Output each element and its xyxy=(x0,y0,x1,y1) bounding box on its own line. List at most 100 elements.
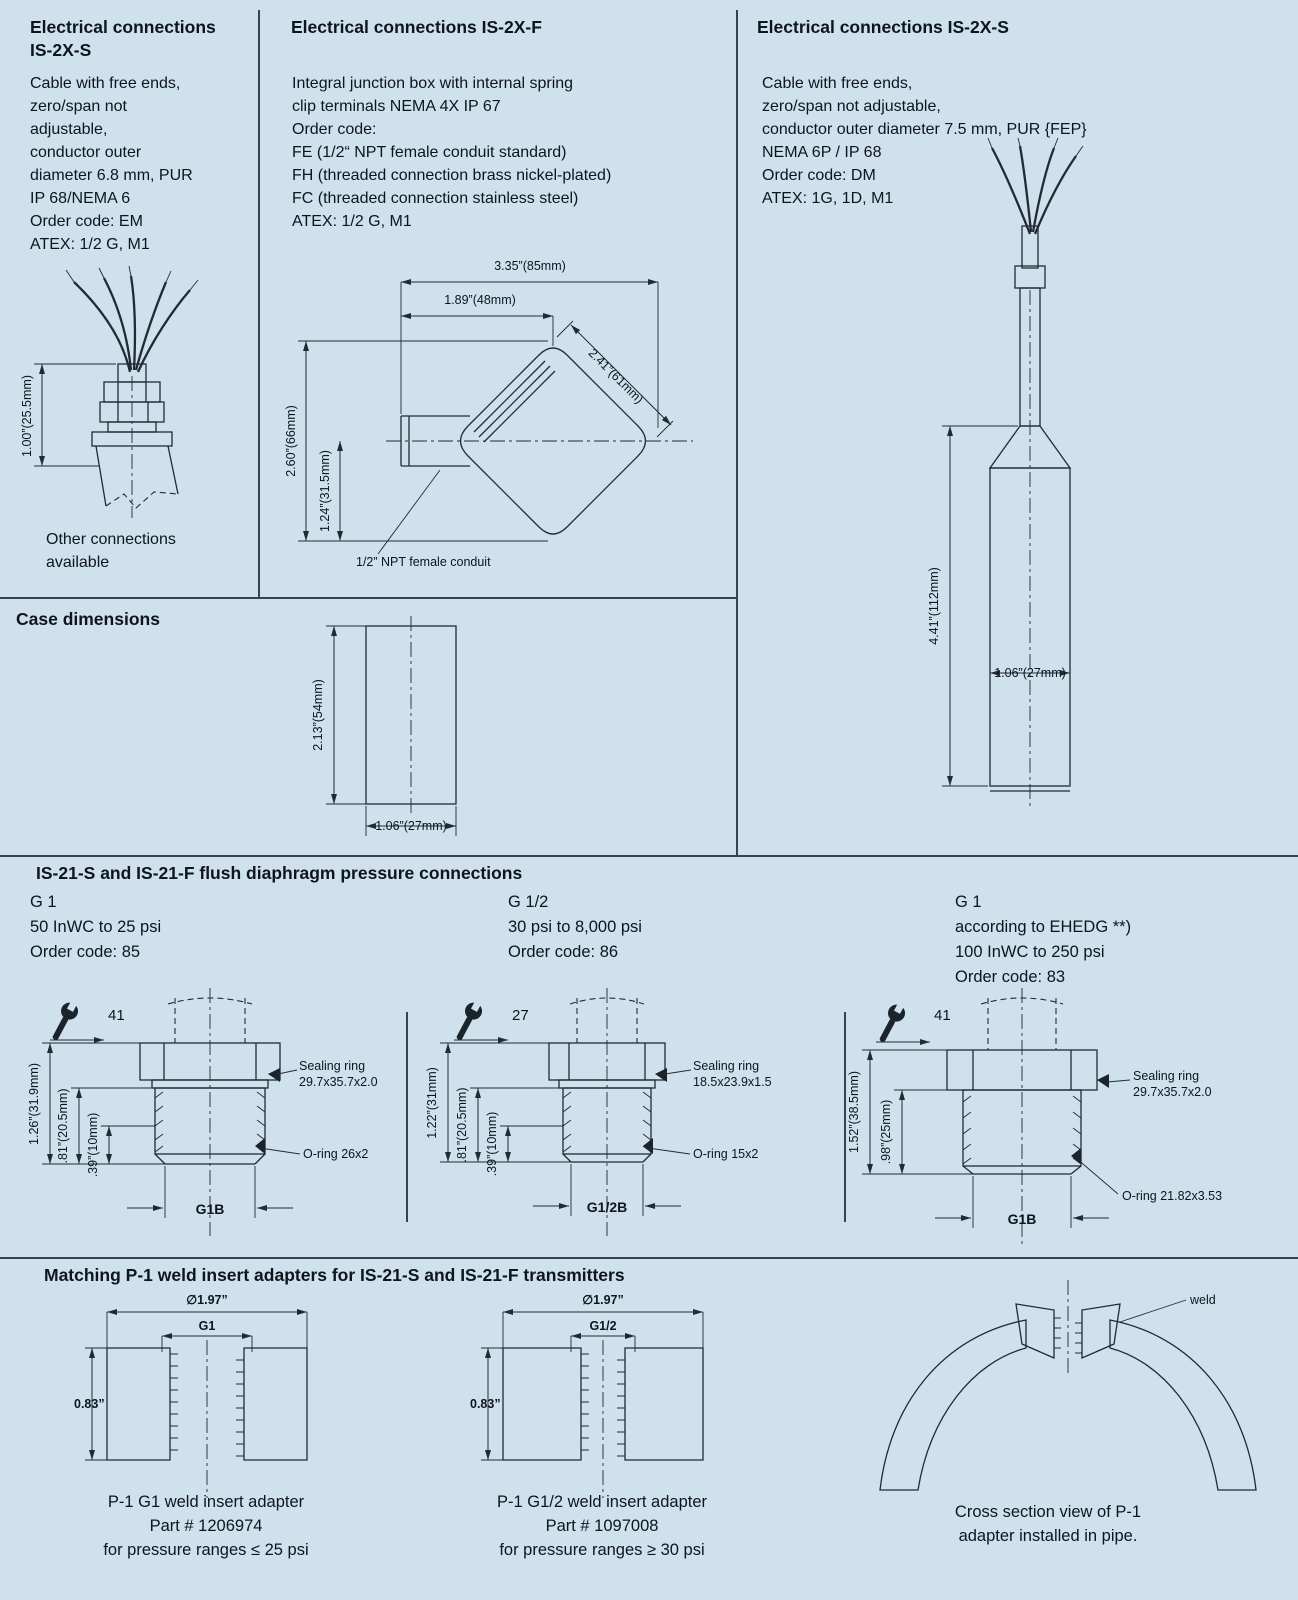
dimension-label: G1 xyxy=(199,1319,216,1333)
installed-adapter xyxy=(1015,1303,1121,1359)
text-line: Part # 1206974 xyxy=(149,1517,263,1535)
text-line: IP 68/NEMA 6 xyxy=(30,190,131,207)
text-line: G 1 xyxy=(955,893,982,911)
hex-and-thread xyxy=(139,1042,281,1165)
text-line: Other connections xyxy=(46,531,176,548)
text-line: zero/span not xyxy=(30,98,127,115)
text-line: conductor outer xyxy=(30,144,142,161)
text-line: Cross section view of P-1 xyxy=(954,1503,1142,1521)
sealing-ring-size: 18.5x23.9x1.5 xyxy=(693,1075,772,1089)
caption-adapter-g1: P-1 G1 weld insert adapter Part # 120697… xyxy=(66,1490,346,1562)
description-is2xs-right: Cable with free ends, zero/span not adju… xyxy=(762,72,1087,210)
dimension-label: 1.00”(25.5mm) xyxy=(20,375,34,457)
variant-3-header: G 1 according to EHEDG **) 100 InWC to 2… xyxy=(955,890,1131,990)
text-line: ATEX: 1/2 G, M1 xyxy=(30,236,150,253)
divider-horizontal-case xyxy=(0,597,737,599)
dimension-label: 1.89”(48mm) xyxy=(444,293,516,307)
caption-adapter-g12: P-1 G1/2 weld insert adapter Part # 1097… xyxy=(462,1490,742,1562)
wrench-size: 41 xyxy=(934,1007,951,1024)
height-dimensions: 2.60”(66mm) 1.24”(31.5mm) xyxy=(284,340,548,542)
text-line: G 1/2 xyxy=(508,893,549,911)
adapter-cross-section xyxy=(106,1347,308,1461)
dimension-label: 1.06”(27mm) xyxy=(375,819,447,833)
dimension-label: 2.41”(61mm) xyxy=(586,346,646,406)
caption-pipe-view: Cross section view of P-1 adapter instal… xyxy=(888,1500,1208,1548)
text-line: for pressure ranges ≥ 30 psi xyxy=(499,1541,705,1559)
text-line: for pressure ranges ≤ 25 psi xyxy=(103,1541,309,1559)
diameter-dimension: ∅1.97” xyxy=(106,1293,308,1348)
description-is2xs-left: Cable with free ends, zero/span not adju… xyxy=(30,72,193,256)
o-ring-label: O-ring 15x2 xyxy=(693,1147,758,1161)
width-dimension: 1.06”(27mm) xyxy=(365,806,457,836)
text-line: Part # 1097008 xyxy=(545,1517,659,1535)
o-ring-callout: O-ring 21.82x3.53 xyxy=(1071,1148,1222,1203)
sealing-ring-label: Sealing ring xyxy=(693,1059,759,1073)
text-line: FC (threaded connection stainless steel) xyxy=(292,190,579,207)
left-dimensions: 1.22”(31mm) .81”(20.5mm) .39”(10mm) xyxy=(425,1042,571,1176)
note-other-connections: Other connections available xyxy=(46,528,176,574)
case-dashed-outline xyxy=(980,988,1064,1244)
dimension-label: ∅1.97” xyxy=(582,1293,623,1307)
pipe-wall-right xyxy=(1109,1319,1257,1491)
text-line: Order code: 83 xyxy=(955,968,1066,986)
text-line: available xyxy=(46,554,110,571)
height-dimension: 4.41”(112mm) xyxy=(927,425,1018,787)
title-line: Electrical connections IS-2X-S xyxy=(757,17,1009,37)
wrench-icon xyxy=(876,1004,930,1045)
dimension-label: 2.60”(66mm) xyxy=(284,405,298,477)
drawing-weld-adapter-g1: ∅1.97” G1 0.83” xyxy=(74,1293,308,1498)
thread-label: G1B xyxy=(196,1201,225,1217)
width-dimensions: 3.35”(85mm) 1.89”(48mm) xyxy=(400,259,659,428)
text-line: zero/span not adjustable, xyxy=(762,98,941,115)
text-line: 100 InWC to 250 psi xyxy=(955,943,1105,961)
conduit-callout: 1/2” NPT female conduit xyxy=(356,469,491,569)
o-ring-label: O-ring 21.82x3.53 xyxy=(1122,1189,1222,1203)
case-dashed-outline xyxy=(167,988,253,1236)
dimension-label: .81”(20.5mm) xyxy=(56,1088,70,1163)
left-dimensions: 1.52”(38.5mm) .98”(25mm) xyxy=(847,1049,973,1175)
probe-body xyxy=(988,225,1072,806)
title-line: IS-2X-S xyxy=(30,40,92,60)
thread-label: G1B xyxy=(1008,1211,1037,1227)
conduit-label: 1/2” NPT female conduit xyxy=(356,555,491,569)
text-line: diameter 6.8 mm, PUR xyxy=(30,167,193,184)
text-line: FE (1/2“ NPT female conduit standard) xyxy=(292,144,567,161)
thread-dimension: G1B xyxy=(935,1176,1109,1228)
text-line: NEMA 6P / IP 68 xyxy=(762,144,882,161)
drawing-level-probe: 4.41”(112mm) 1.06”(27mm) xyxy=(927,137,1084,806)
divider-horizontal-pressure xyxy=(0,855,1298,857)
wrench-icon xyxy=(50,1002,104,1043)
drawing-fitting-g1-ehedg: 41 Sealing ring 29.7x35.7x2.0 O-ring 21.… xyxy=(847,988,1222,1244)
case-break-outline xyxy=(95,376,179,518)
weld-label: weld xyxy=(1189,1293,1216,1307)
thread-dimension: G1/2 xyxy=(570,1319,636,1352)
text-line: according to EHEDG **) xyxy=(955,918,1132,936)
title-line: IS-21-S and IS-21-F flush diaphragm pres… xyxy=(36,863,523,883)
height-dimension: 0.83” xyxy=(74,1347,107,1461)
hex-and-thread xyxy=(548,1042,666,1163)
height-dimension: 0.83” xyxy=(470,1347,503,1461)
thread-dimension: G1B xyxy=(127,1166,293,1218)
hex-and-thread xyxy=(946,1049,1098,1175)
text-line: clip terminals NEMA 4X IP 67 xyxy=(292,98,501,115)
wrench-size: 27 xyxy=(512,1007,529,1024)
dimension-label: 2.13”(54mm) xyxy=(311,679,325,751)
dimension-label: ∅1.97” xyxy=(186,1293,227,1307)
drawing-cable-connection-left: 1.00”(25.5mm) xyxy=(20,265,199,518)
sealing-ring-callout: Sealing ring 18.5x23.9x1.5 xyxy=(655,1059,772,1089)
drawing-pipe-cross-section: weld xyxy=(879,1280,1257,1491)
section-title-weld-adapters: Matching P-1 weld insert adapters for IS… xyxy=(44,1264,625,1287)
dimension-label: 1.52”(38.5mm) xyxy=(847,1071,861,1153)
title-line: Case dimensions xyxy=(16,609,160,629)
sealing-ring-callout: Sealing ring 29.7x35.7x2.0 xyxy=(1097,1069,1212,1099)
divider-horizontal-weld xyxy=(0,1257,1298,1259)
o-ring-label: O-ring 26x2 xyxy=(303,1147,368,1161)
text-line: G 1 xyxy=(30,893,57,911)
text-line: Cable with free ends, xyxy=(762,75,913,92)
dimension-label: .81”(20.5mm) xyxy=(455,1087,469,1162)
dimension-label: 0.83” xyxy=(74,1397,105,1411)
drawing-case-dimensions: 2.13”(54mm) 1.06”(27mm) xyxy=(311,616,457,836)
title-line: Electrical connections xyxy=(30,17,216,37)
divider-vertical-left xyxy=(258,10,260,597)
text-line: Order code: 85 xyxy=(30,943,141,961)
